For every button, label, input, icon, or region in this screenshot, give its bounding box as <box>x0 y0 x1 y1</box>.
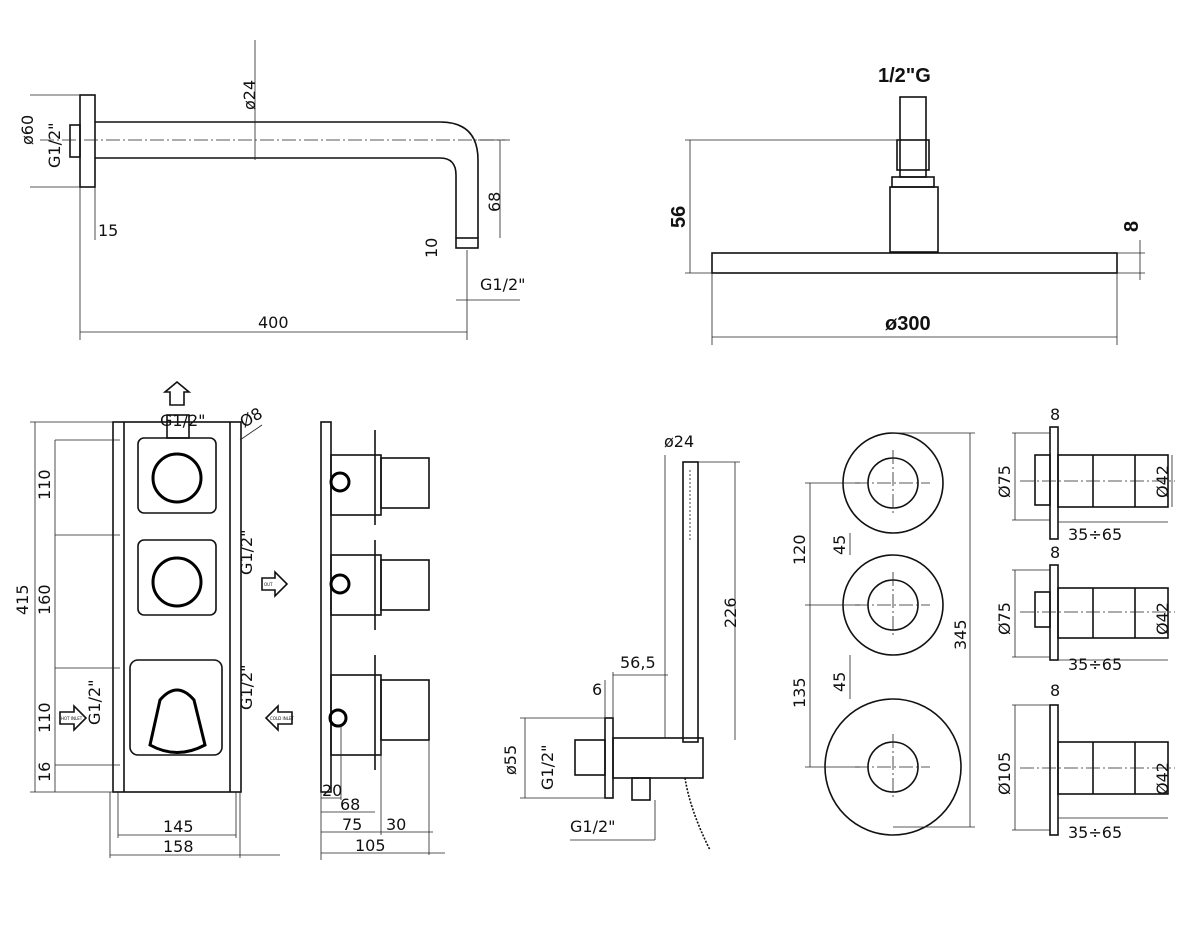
side-20-label: 20 <box>322 781 342 800</box>
head-thread-label: 1/2"G <box>878 65 931 87</box>
shower-head-drawing: 1/2"G 56 8 ø300 <box>668 65 1145 345</box>
side-30-label: 30 <box>386 815 406 834</box>
outlet-thread-label: G1/2" <box>480 275 526 294</box>
out-label: OUT <box>264 582 273 587</box>
arm-thread-label: G1/2" <box>45 122 64 168</box>
row3-thickness-label: 8 <box>1050 681 1060 700</box>
spacing-110-top: 110 <box>35 469 54 500</box>
row3-inner-label: Ø42 <box>1153 762 1172 795</box>
gap-45-bottom-label: 45 <box>830 672 849 692</box>
spacing-110-bottom: 110 <box>35 702 54 733</box>
side-row-2: 8 Ø75 Ø42 35÷65 <box>995 543 1175 674</box>
hot-inlet-label: HOT INLET <box>61 716 83 721</box>
row1-inner-label: Ø42 <box>1153 465 1172 498</box>
spacing-16: 16 <box>35 762 54 782</box>
row2-depth-label: 35÷65 <box>1068 655 1122 674</box>
row3-outer-label: Ø105 <box>995 752 1014 795</box>
outlet-length-label: 10 <box>422 238 441 258</box>
side-row-3: 8 Ø105 Ø42 35÷65 <box>995 681 1175 842</box>
outer-width-label: 158 <box>163 837 194 856</box>
row2-thickness-label: 8 <box>1050 543 1060 562</box>
spacing-135-label: 135 <box>790 677 809 708</box>
drop-label: 68 <box>485 192 504 212</box>
right-thread-label: G1/2" <box>237 664 256 710</box>
left-thread-label: G1/2" <box>85 679 104 725</box>
pipe-diameter-label: ø24 <box>240 80 259 110</box>
row1-outer-label: Ø75 <box>995 465 1014 498</box>
hand-shower-thread-label: G1/2" <box>538 744 557 790</box>
cold-inlet-label: COLD INLET <box>270 716 294 721</box>
side-68-label: 68 <box>340 795 360 814</box>
shower-arm-drawing: ø60 G1/2" ø24 68 10 G1/2" 15 400 <box>18 40 526 340</box>
arm-length-label: 400 <box>258 313 289 332</box>
flange-diameter-label: ø60 <box>18 115 37 145</box>
row2-inner-label: Ø42 <box>1153 602 1172 635</box>
row3-depth-label: 35÷65 <box>1068 823 1122 842</box>
spacing-160: 160 <box>35 584 54 615</box>
inner-width-label: 145 <box>163 817 194 836</box>
offset-label: 56,5 <box>620 653 656 672</box>
flange-dia-label: ø55 <box>501 745 520 775</box>
head-diameter-label: ø300 <box>885 313 931 335</box>
valve-body-side-view: 20 68 75 30 105 <box>320 421 445 860</box>
side-105-label: 105 <box>355 836 386 855</box>
side-row-1: 8 Ø75 Ø42 35÷65 <box>995 405 1175 544</box>
mid-thread-label: G1/2" <box>237 529 256 575</box>
hand-shower-length-label: 226 <box>721 597 740 628</box>
row1-thickness-label: 8 <box>1050 405 1060 424</box>
hand-shower-drawing: ø24 226 56,5 6 ø55 G1/2" G1/2" <box>501 432 740 851</box>
side-75-label: 75 <box>342 815 362 834</box>
top-thread-label: G1/2" <box>160 411 206 430</box>
flange-depth-label: 15 <box>98 221 118 240</box>
bottom-thread-label: G1/2" <box>570 817 616 836</box>
plates-height-label: 345 <box>951 619 970 650</box>
cover-plates-side-view: 8 Ø75 Ø42 35÷65 8 Ø75 Ø42 35÷65 <box>995 405 1175 842</box>
head-thickness-label: 8 <box>1121 221 1143 232</box>
gap-45-top-label: 45 <box>830 535 849 555</box>
flange-thickness-label: 6 <box>592 680 602 699</box>
total-height-label: 415 <box>13 584 32 615</box>
row2-outer-label: Ø75 <box>995 602 1014 635</box>
hand-shower-dia-label: ø24 <box>664 432 694 451</box>
head-height-label: 56 <box>668 206 690 228</box>
valve-body-front-view: OUT HOT INLET COLD INLET G1/2" Ø8 G1/2" … <box>13 380 294 858</box>
spacing-120-label: 120 <box>790 534 809 565</box>
row1-depth-label: 35÷65 <box>1068 525 1122 544</box>
cover-plates-front-view: 120 45 345 135 45 <box>790 432 975 836</box>
